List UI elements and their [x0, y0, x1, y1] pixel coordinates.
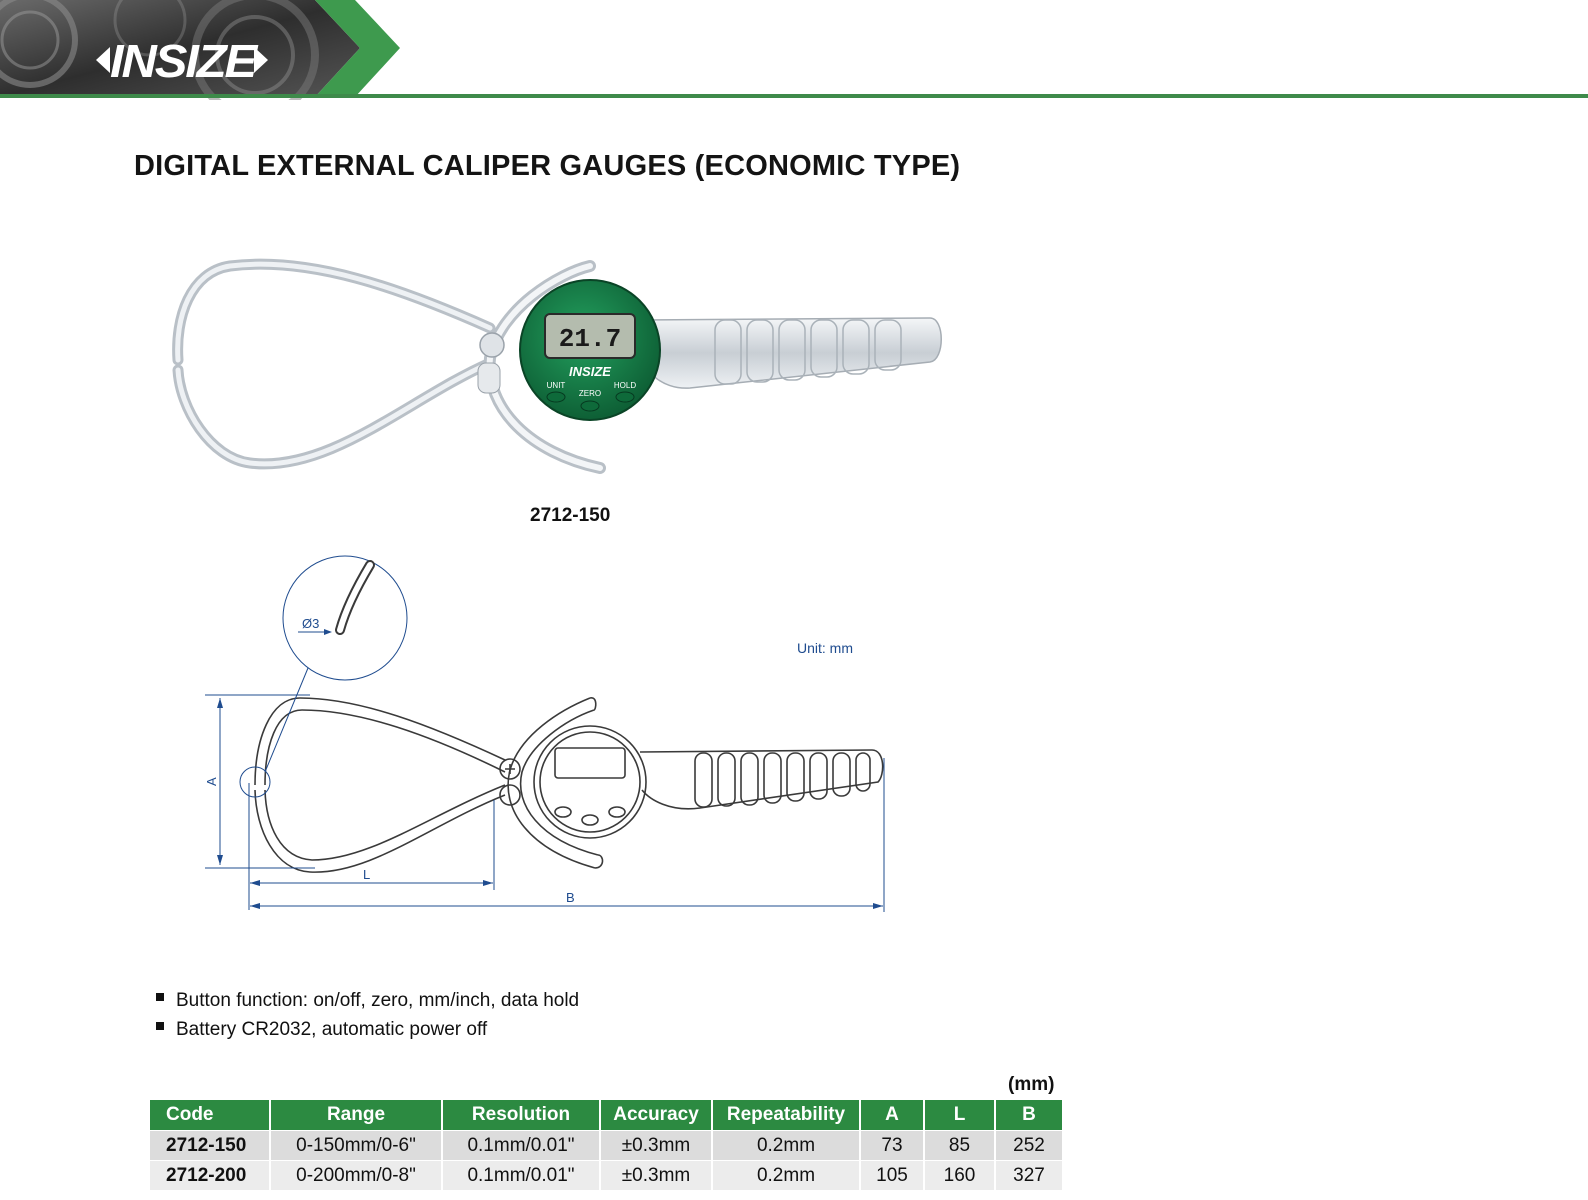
cell-accuracy: ±0.3mm — [600, 1160, 713, 1190]
feature-text: Battery CR2032, automatic power off — [176, 1019, 488, 1040]
cell-code: 2712-150 — [150, 1130, 271, 1161]
detail-diameter-label: Ø3 — [302, 616, 319, 631]
dial-button-label-hold: HOLD — [614, 381, 636, 390]
dimension-label-l: L — [363, 867, 370, 882]
bullet-square-icon — [156, 993, 164, 1001]
col-header-repeatability: Repeatability — [712, 1100, 861, 1131]
product-caption: 2712-150 — [530, 505, 611, 526]
drawing-upper-jaw — [254, 697, 506, 786]
table-row: 2712-200 0-200mm/0-8" 0.1mm/0.01" ±0.3mm… — [150, 1160, 1062, 1190]
drawing-handle — [639, 749, 884, 810]
cell-b: 252 — [995, 1130, 1062, 1161]
cell-repeatability: 0.2mm — [712, 1130, 861, 1161]
col-header-range: Range — [270, 1100, 443, 1131]
feature-item: Battery CR2032, automatic power off — [156, 1017, 579, 1046]
dimension-label-b: B — [566, 890, 575, 905]
brand-logo-text: INSIZE — [110, 35, 259, 87]
cell-a: 105 — [860, 1160, 925, 1190]
col-header-b: B — [995, 1100, 1062, 1131]
col-header-accuracy: Accuracy — [600, 1100, 713, 1131]
page-title: DIGITAL EXTERNAL CALIPER GAUGES (ECONOMI… — [134, 150, 961, 182]
cell-accuracy: ±0.3mm — [600, 1130, 713, 1161]
cell-a: 73 — [860, 1130, 925, 1161]
feature-list: Button function: on/off, zero, mm/inch, … — [156, 988, 579, 1046]
col-header-code: Code — [150, 1100, 271, 1131]
lcd-display — [544, 313, 636, 359]
cell-resolution: 0.1mm/0.01" — [442, 1130, 601, 1161]
cell-range: 0-150mm/0-6" — [270, 1130, 443, 1161]
dial-button-hold — [615, 391, 635, 403]
table-unit-label: (mm) — [1008, 1074, 1055, 1095]
feature-item: Button function: on/off, zero, mm/inch, … — [156, 988, 579, 1017]
product-photo: 21.7 INSIZE UNIT ZERO HOLD — [172, 258, 942, 474]
drawing-dial — [533, 725, 647, 839]
technical-drawing: Ø3 A L B — [204, 555, 885, 912]
dimension-label-a: A — [204, 777, 219, 786]
cell-repeatability: 0.2mm — [712, 1160, 861, 1190]
table-header-row: Code Range Resolution Accuracy Repeatabi… — [150, 1100, 1062, 1131]
spec-table: Code Range Resolution Accuracy Repeatabi… — [150, 1100, 1062, 1190]
dial-button-label-unit: UNIT — [547, 381, 566, 390]
brand-logo: INSIZE — [96, 35, 268, 87]
cell-b: 327 — [995, 1160, 1062, 1190]
dial-logo-text: INSIZE — [569, 364, 611, 379]
dial-button-unit — [546, 391, 566, 403]
bullet-square-icon — [156, 1022, 164, 1030]
detail-magnified-circle — [282, 555, 408, 681]
cell-code: 2712-200 — [150, 1160, 271, 1190]
drawing-lower-jaw — [254, 789, 506, 873]
header-green-chevron — [315, 0, 400, 97]
drawing-unit-note: Unit: mm — [797, 640, 853, 656]
lcd-reading: 21.7 — [559, 324, 621, 354]
header-green-rule — [0, 94, 1588, 98]
header-machinery-photo — [0, 0, 360, 100]
cell-resolution: 0.1mm/0.01" — [442, 1160, 601, 1190]
table-row: 2712-150 0-150mm/0-6" 0.1mm/0.01" ±0.3mm… — [150, 1130, 1062, 1161]
header-banner: INSIZE — [0, 0, 1588, 100]
dial-button-zero — [580, 400, 600, 412]
col-header-resolution: Resolution — [442, 1100, 601, 1131]
col-header-l: L — [924, 1100, 996, 1131]
col-header-a: A — [860, 1100, 925, 1131]
detail-callout-circle — [239, 766, 271, 798]
dial-button-label-zero: ZERO — [579, 389, 601, 398]
cell-range: 0-200mm/0-8" — [270, 1160, 443, 1190]
feature-text: Button function: on/off, zero, mm/inch, … — [176, 990, 580, 1011]
cell-l: 160 — [924, 1160, 996, 1190]
cell-l: 85 — [924, 1130, 996, 1161]
